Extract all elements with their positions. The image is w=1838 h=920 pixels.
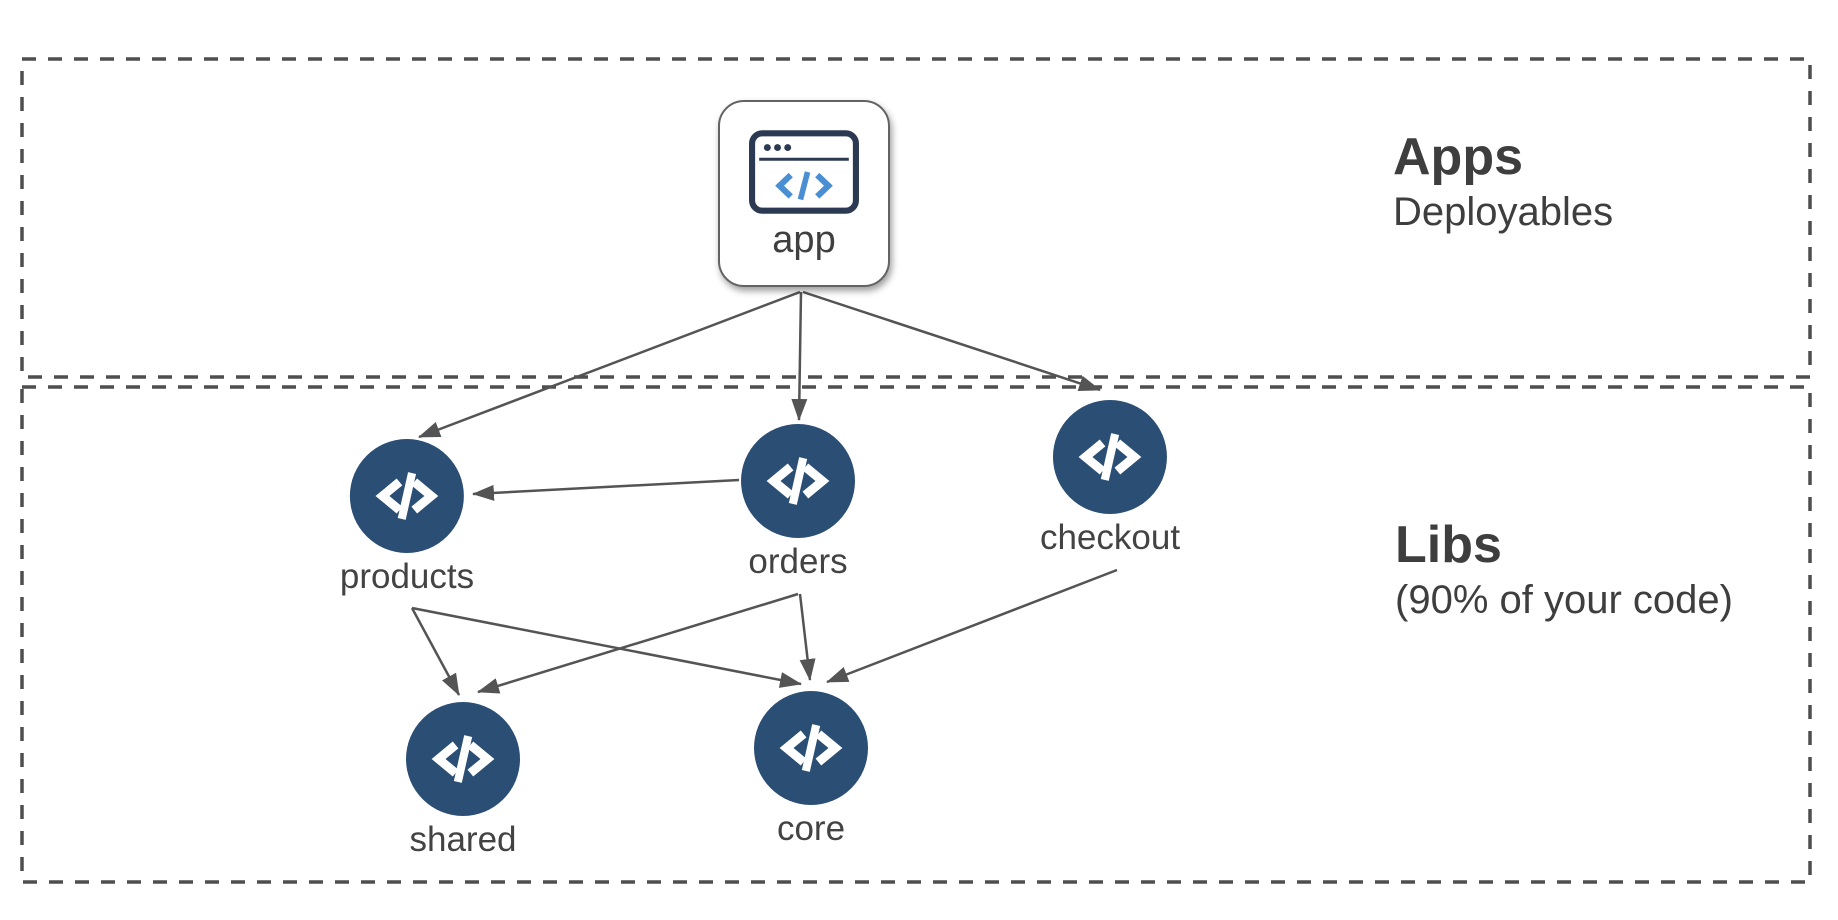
- edge-orders-shared: [477, 592, 799, 694]
- checkout-circle: [1053, 400, 1167, 514]
- node-checkout: checkout: [1040, 400, 1180, 558]
- code-icon: [431, 735, 495, 783]
- node-core: core: [754, 691, 868, 849]
- libs-group-box: [20, 385, 1812, 884]
- node-shared: shared: [406, 702, 520, 860]
- shared-circle: [406, 702, 520, 816]
- apps-group-title: Apps: [1393, 128, 1523, 186]
- node-checkout-label: checkout: [1039, 518, 1181, 557]
- node-app: app: [718, 100, 890, 287]
- node-shared-label: shared: [409, 820, 517, 859]
- code-icon: [375, 472, 439, 520]
- apps-group-caption: Apps Deployables: [1393, 128, 1613, 236]
- libs-group-caption: Libs (90% of your code): [1395, 516, 1733, 624]
- browser-code-icon: [749, 129, 859, 214]
- edge-checkout-core: [826, 568, 1118, 684]
- node-products: products: [340, 439, 474, 597]
- edge-app-products: [418, 290, 801, 439]
- core-circle: [754, 691, 868, 805]
- node-core-label: core: [776, 809, 846, 848]
- edge-app-orders: [791, 291, 808, 421]
- orders-circle: [741, 424, 855, 538]
- edge-app-checkout: [802, 290, 1101, 392]
- node-orders: orders: [741, 424, 855, 582]
- node-orders-label: orders: [748, 542, 848, 581]
- apps-group-subtitle: Deployables: [1393, 189, 1614, 234]
- edge-orders-core: [798, 593, 816, 681]
- edge-products-shared: [410, 607, 461, 696]
- libs-group-title: Libs: [1395, 516, 1502, 574]
- products-circle: [350, 439, 464, 553]
- code-icon: [779, 724, 843, 772]
- code-icon: [1078, 433, 1142, 481]
- node-products-label: products: [339, 557, 475, 596]
- code-icon: [766, 457, 830, 505]
- edge-orders-products: [472, 478, 740, 501]
- node-app-label: app: [772, 218, 836, 261]
- libs-group-subtitle: (90% of your code): [1395, 577, 1733, 622]
- edge-products-core: [411, 606, 802, 688]
- apps-group-box: [20, 57, 1812, 379]
